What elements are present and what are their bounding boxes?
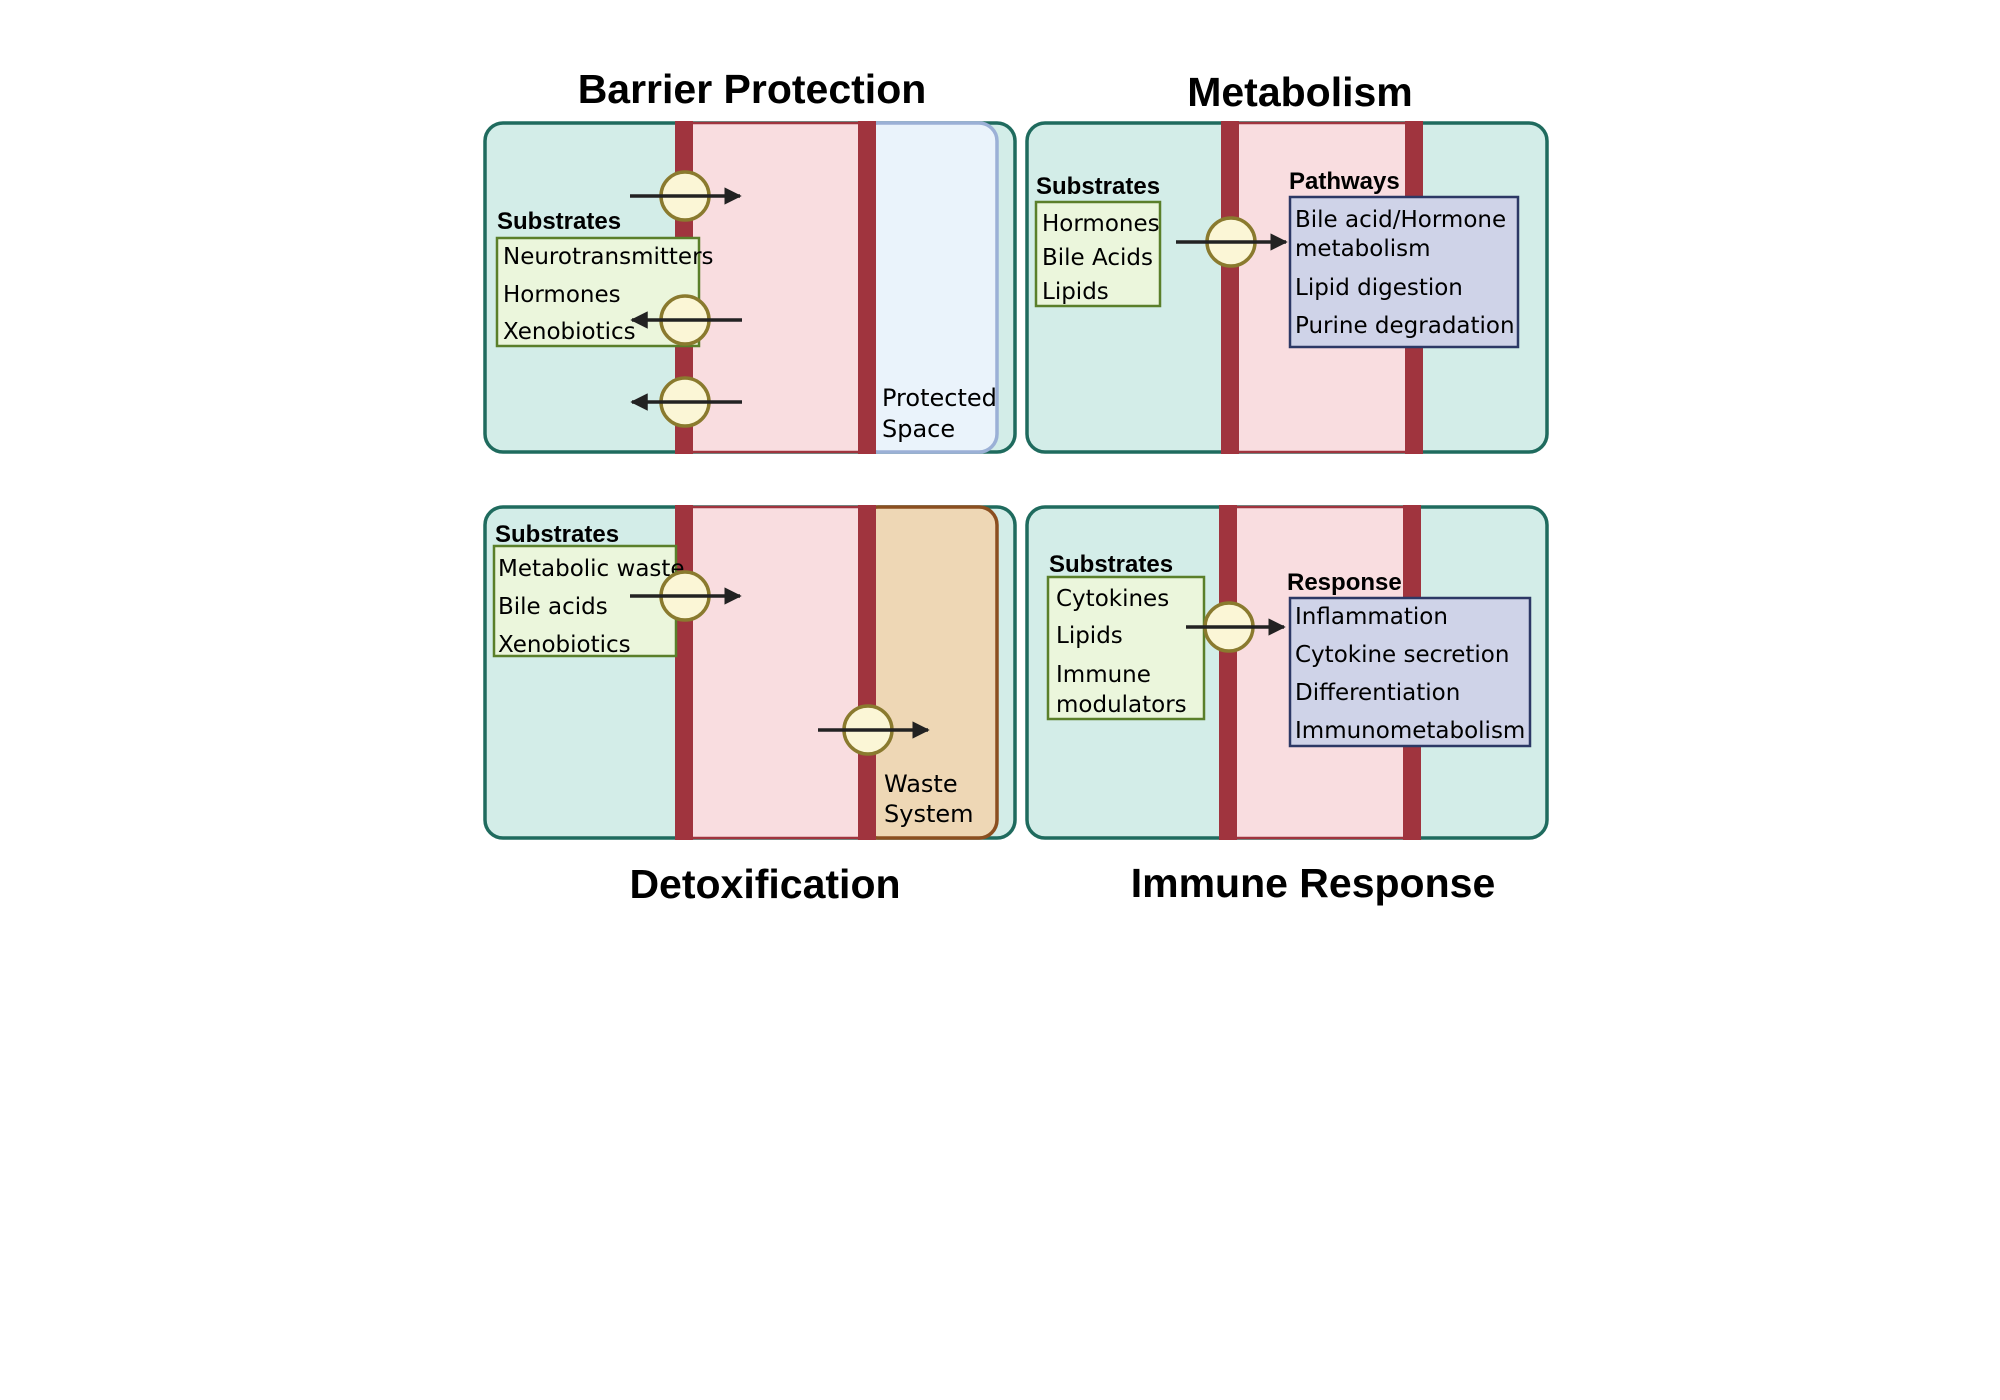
- protected-space-label: Space: [882, 415, 955, 443]
- pathways-heading: Pathways: [1289, 168, 1400, 195]
- pathways-box: [1288, 195, 1520, 349]
- substrate-item: Xenobiotics: [498, 632, 631, 658]
- substrate-item: Bile Acids: [1042, 245, 1153, 271]
- substrate-item: Cytokines: [1056, 586, 1169, 612]
- substrate-item: Xenobiotics: [503, 319, 636, 345]
- pathway-item: Bile acid/Hormone: [1295, 207, 1506, 233]
- substrate-item: Hormones: [503, 282, 621, 308]
- substrates-heading: Substrates: [495, 521, 619, 548]
- transporter-excretion: [818, 704, 930, 756]
- transporter-influx: [1186, 601, 1286, 653]
- substrate-item: Lipids: [1056, 623, 1123, 649]
- substrates-heading: Substrates: [497, 208, 621, 235]
- cell-interior: [681, 505, 870, 840]
- waste-system-label: Waste: [884, 770, 958, 798]
- substrates-box: [1046, 575, 1206, 721]
- panel-title: Immune Response: [1131, 860, 1496, 906]
- response-item: Inflammation: [1295, 604, 1448, 630]
- panel-metabolism: Metabolism Substrates Hormones Bile Acid…: [1025, 69, 1549, 454]
- pathway-item: metabolism: [1295, 236, 1431, 262]
- panel-title: Metabolism: [1187, 69, 1413, 115]
- response-heading: Response: [1287, 569, 1402, 596]
- substrates-heading: Substrates: [1049, 551, 1173, 578]
- substrate-item: Lipids: [1042, 279, 1109, 305]
- transporter-efflux: [630, 376, 742, 428]
- transporter-influx: [1176, 216, 1288, 268]
- substrate-item: Hormones: [1042, 211, 1160, 237]
- substrate-item: modulators: [1056, 692, 1187, 718]
- pathway-item: Purine degradation: [1295, 313, 1515, 339]
- membrane-right: [858, 121, 876, 454]
- panel-detoxification: Substrates Metabolic waste Bile acids Xe…: [483, 505, 1017, 907]
- response-box: [1288, 596, 1532, 748]
- panel-title: Barrier Protection: [578, 66, 927, 112]
- substrates-heading: Substrates: [1036, 173, 1160, 200]
- substrate-item: Immune: [1056, 662, 1151, 688]
- waste-system-label: System: [884, 800, 974, 828]
- transporter-influx: [630, 170, 742, 222]
- membrane-left: [1219, 505, 1237, 840]
- panel-barrier-protection: Barrier Protection Substrates Neurotrans…: [483, 66, 1017, 454]
- response-item: Immunometabolism: [1295, 718, 1525, 744]
- panel-immune-response: Substrates Cytokines Lipids Immune modul…: [1025, 505, 1549, 906]
- panel-title: Detoxification: [629, 861, 900, 907]
- substrate-item: Metabolic waste: [498, 556, 685, 582]
- response-item: Cytokine secretion: [1295, 642, 1509, 668]
- pathway-item: Lipid digestion: [1295, 275, 1463, 301]
- substrates-box: [492, 544, 678, 658]
- protected-space-label: Protected: [882, 384, 997, 412]
- membrane-right: [858, 505, 876, 840]
- membrane-left: [1221, 121, 1239, 454]
- substrate-item: Neurotransmitters: [503, 244, 714, 270]
- cell-interior: [681, 121, 870, 454]
- substrate-item: Bile acids: [498, 594, 608, 620]
- response-item: Differentiation: [1295, 680, 1460, 706]
- substrates-box: [1034, 200, 1162, 308]
- transporter-efflux: [630, 294, 742, 346]
- transporter-influx: [630, 570, 742, 622]
